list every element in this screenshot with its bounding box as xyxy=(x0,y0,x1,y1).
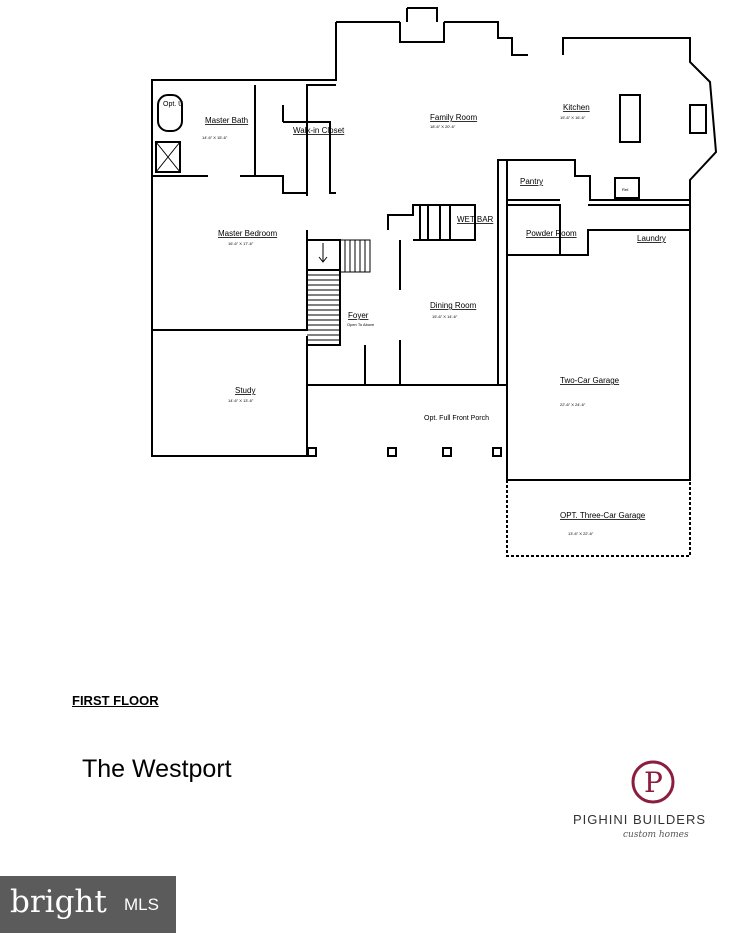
stair-treads xyxy=(307,274,340,341)
room-powder: Powder Room xyxy=(526,229,577,238)
wall-master-bath xyxy=(152,84,336,194)
room-dining: Dining Room xyxy=(430,301,477,310)
sink xyxy=(689,104,707,134)
opt-garage xyxy=(506,480,691,557)
porch-post xyxy=(387,447,397,457)
room-family: Family Room xyxy=(430,113,477,122)
porch-label: Opt. Full Front Porch xyxy=(424,415,489,422)
shower xyxy=(155,141,181,173)
watermark-brand: bright xyxy=(10,884,107,920)
room-laundry: Laundry xyxy=(637,234,666,243)
room-master-bath: Master Bath xyxy=(205,116,248,125)
floor-plan: Master Bath 14'-6" X 15'-6" Walk-in Clos… xyxy=(151,7,718,557)
fireplace xyxy=(399,7,445,43)
room-wet-bar: WET BAR xyxy=(457,215,494,224)
builder-logo: P PIGHINI BUILDERS custom homes xyxy=(565,758,743,848)
dim-study: 14'-6" X 13'-6" xyxy=(228,398,254,403)
stair xyxy=(307,239,341,346)
watermark-mls: MLS xyxy=(124,895,159,914)
logo-mark: P xyxy=(631,760,675,804)
dim-kitchen: 15'-6" X 16'-6" xyxy=(560,115,586,120)
porch-post xyxy=(442,447,452,457)
floor-heading: FIRST FLOOR xyxy=(72,693,159,708)
ref-label: Ref. xyxy=(622,187,629,192)
refrigerator xyxy=(614,177,640,199)
dim-garage2: 22'-6" X 24'-6" xyxy=(560,402,586,407)
room-pantry: Pantry xyxy=(520,177,543,186)
svg-text:P: P xyxy=(644,766,663,799)
stair-arrow xyxy=(318,243,328,263)
stair-upper xyxy=(340,239,371,273)
porch-post xyxy=(492,447,502,457)
dim-family: 18'-6" X 20'-6" xyxy=(430,124,456,129)
kitchen-island xyxy=(619,94,641,143)
porch-post xyxy=(307,447,317,457)
wet-bar xyxy=(387,204,476,241)
model-name: The Westport xyxy=(82,755,232,783)
exterior-wall-top xyxy=(336,21,718,268)
wall-service xyxy=(506,160,690,256)
room-master-bedroom: Master Bedroom xyxy=(218,229,277,238)
wall-dining xyxy=(364,159,690,385)
builder-tagline: custom homes xyxy=(623,830,689,840)
dim-garage3: 13'-6" X 22'-6" xyxy=(568,531,594,536)
dim-dining: 15'-6" X 14'-6" xyxy=(432,314,458,319)
room-garage2: Two-Car Garage xyxy=(560,376,620,385)
room-foyer: Foyer xyxy=(348,311,369,320)
room-garage3: OPT. Three-Car Garage xyxy=(560,511,646,520)
room-kitchen: Kitchen xyxy=(563,103,590,112)
dim-master-bath: 14'-6" X 15'-6" xyxy=(202,135,228,140)
tub xyxy=(157,94,183,132)
room-study: Study xyxy=(235,386,255,395)
room-walk-in: Walk-in Closet xyxy=(293,126,345,135)
dim-master-bedroom: 16'-6" X 17'-6" xyxy=(228,241,254,246)
tub-label: Opt. U xyxy=(163,101,183,108)
foyer-sub: Open To Above xyxy=(347,322,375,327)
builder-name: PIGHINI BUILDERS xyxy=(573,812,707,827)
wall-closet xyxy=(282,105,336,194)
mls-watermark: bright MLS xyxy=(0,876,176,933)
exterior-wall xyxy=(151,22,691,481)
